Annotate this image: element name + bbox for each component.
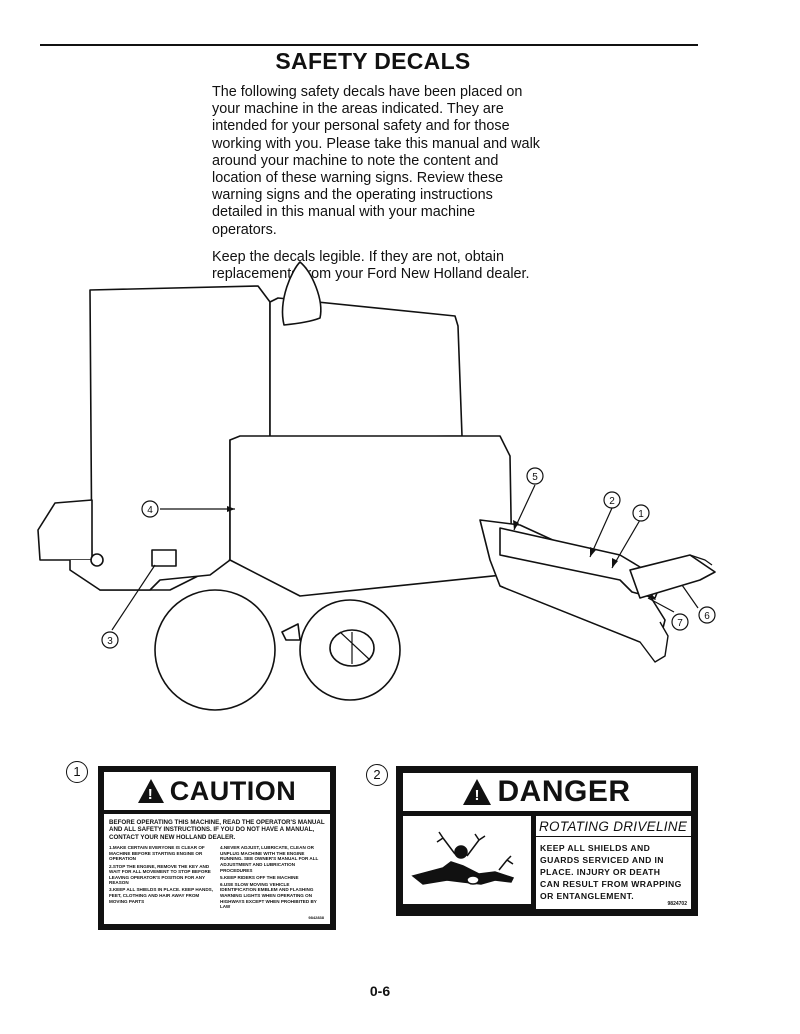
decal-number-2: 2 (366, 764, 388, 786)
danger-message: KEEP ALL SHIELDS AND GUARDS SERVICED AND… (536, 837, 691, 902)
main-wheel (154, 589, 276, 711)
warning-triangle-icon: ! (463, 779, 492, 805)
caution-col-right: 4.NEVER ADJUST, LUBRICATE, CLEAN OR UNPL… (220, 845, 325, 911)
hitch-bracket (281, 623, 301, 641)
top-rule (40, 44, 698, 46)
danger-message-line: KEEP ALL SHIELDS AND (540, 843, 651, 853)
caution-item: 5.KEEP RIDERS OFF THE MACHINE (220, 874, 299, 880)
caution-items: 1.MAKE CERTAIN EVERYONE IS CLEAR OF MACH… (109, 845, 325, 911)
callout-6-label: 6 (704, 611, 710, 622)
callout-7 (671, 613, 689, 631)
front-shield-outline (229, 435, 513, 597)
page-number: 0-6 (369, 983, 391, 999)
caution-item: 3.KEEP ALL SHIELDS IN PLACE. KEEP HANDS,… (109, 887, 213, 904)
warning-triangle-icon: ! (137, 779, 164, 803)
callout-1-label: 1 (638, 509, 644, 520)
frame-outline (69, 559, 231, 591)
danger-heading: ROTATING DRIVELINE (536, 816, 691, 837)
callout-5-label: 5 (532, 472, 538, 483)
callout-3 (101, 631, 119, 649)
caution-item: 6.USE SLOW MOVING VEHICLE IDENTIFICATION… (220, 881, 317, 910)
entanglement-pictogram-icon (403, 816, 531, 904)
callout-4-label: 4 (147, 505, 153, 516)
page-title: SAFETY DECALS (275, 48, 471, 74)
caution-item: 4.NEVER ADJUST, LUBRICATE, CLEAN OR UNPL… (220, 845, 319, 873)
callout-5 (526, 467, 544, 485)
danger-message-line: GUARDS SERVICED AND IN (540, 855, 664, 865)
danger-part-code: 9824702 (667, 901, 687, 907)
baler-diagram: 4 3 5 2 1 6 7 (37, 261, 716, 711)
intro-paragraph-1: The following safety decals have been pl… (212, 84, 540, 238)
callout-6 (698, 606, 716, 624)
callout-2 (603, 491, 621, 509)
intro-text: The following safety decals have been pl… (212, 84, 542, 293)
caution-body: BEFORE OPERATING THIS MACHINE, READ THE … (104, 814, 330, 924)
danger-label: DANGER (497, 775, 631, 808)
danger-message-line: OR ENTANGLEMENT. (540, 891, 635, 901)
caution-lead-text: BEFORE OPERATING THIS MACHINE, READ THE … (109, 819, 325, 841)
rear-bulge-outline (37, 499, 93, 561)
danger-header: ! DANGER (403, 773, 691, 811)
caution-decal: ! CAUTION BEFORE OPERATING THIS MACHINE,… (98, 766, 336, 930)
callout-7-label: 7 (677, 618, 683, 629)
callout-4 (141, 500, 159, 518)
caution-item: 2.STOP THE ENGINE, REMOVE THE KEY AND WA… (109, 863, 211, 886)
pto-shaft (629, 554, 716, 599)
caution-label: CAUTION (169, 775, 297, 806)
caution-col-left: 1.MAKE CERTAIN EVERYONE IS CLEAR OF MACH… (109, 845, 214, 911)
driveline-shield (499, 527, 661, 599)
danger-decal: ! DANGER ROTATING DRIVELINE KEEP ALL SHI… (396, 766, 698, 916)
callout-3-label: 3 (107, 636, 113, 647)
danger-message-line: PLACE. INJURY OR DEATH (540, 867, 661, 877)
danger-message-line: CAN RESULT FROM WRAPPING (540, 879, 682, 889)
pickup-top-outline (281, 261, 322, 326)
rear-light (90, 553, 104, 567)
danger-text-panel: ROTATING DRIVELINE KEEP ALL SHIELDS AND … (536, 816, 691, 909)
decal-box (151, 549, 177, 567)
caution-part-code: 9842838 (308, 915, 324, 920)
caution-item: 1.MAKE CERTAIN EVERYONE IS CLEAR OF MACH… (109, 845, 205, 862)
callout-1 (632, 504, 650, 522)
caution-header: ! CAUTION (104, 772, 330, 810)
callout-2-label: 2 (609, 496, 615, 507)
decal-number-1: 1 (66, 761, 88, 783)
